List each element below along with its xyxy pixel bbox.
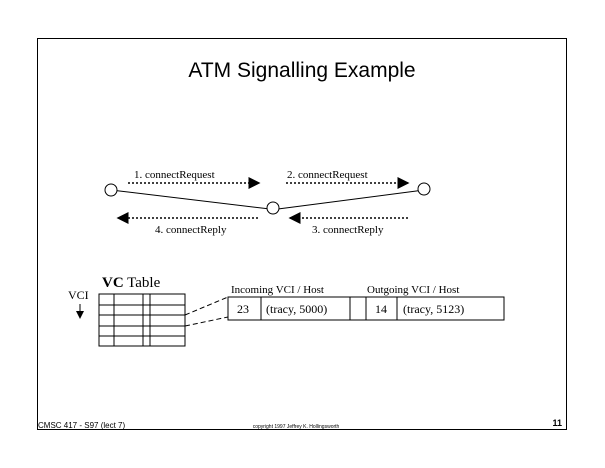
link-switch-right (277, 189, 425, 210)
vc-table-grid (98, 293, 186, 347)
msg1-label: 1. connectRequest (134, 169, 215, 181)
entry-row-box (227, 296, 505, 321)
incoming-host-value: (tracy, 5000) (266, 302, 327, 316)
page-number: 11 (552, 418, 562, 428)
vc-table-title: VC Table (102, 275, 161, 291)
msg4-label: 4. connectReply (155, 224, 227, 236)
incoming-header: Incoming VCI / Host (231, 284, 324, 296)
incoming-vci-value: 23 (237, 302, 249, 316)
zoom-line-bottom (184, 316, 229, 327)
footer-course: CMSC 417 - S97 (lect 7) (38, 421, 125, 430)
outgoing-vci-value: 14 (375, 302, 387, 316)
switch-node (266, 201, 280, 215)
vci-label: VCI (68, 288, 89, 302)
host-left-node (104, 183, 118, 197)
vc-table-title-bold: VC (102, 275, 124, 291)
vc-table-title-rest: Table (124, 275, 161, 291)
footer-copyright: copyright 1997 Jeffrey K. Hollingsworth (253, 424, 340, 430)
zoom-line-top (184, 296, 229, 316)
outgoing-header: Outgoing VCI / Host (367, 284, 459, 296)
link-left-switch (110, 189, 271, 210)
msg3-label: 3. connectReply (312, 224, 384, 236)
slide-title: ATM Signalling Example (188, 59, 415, 82)
msg2-label: 2. connectRequest (287, 169, 368, 181)
host-right-node (417, 182, 431, 196)
slide-frame (37, 38, 567, 430)
outgoing-host-value: (tracy, 5123) (403, 302, 464, 316)
